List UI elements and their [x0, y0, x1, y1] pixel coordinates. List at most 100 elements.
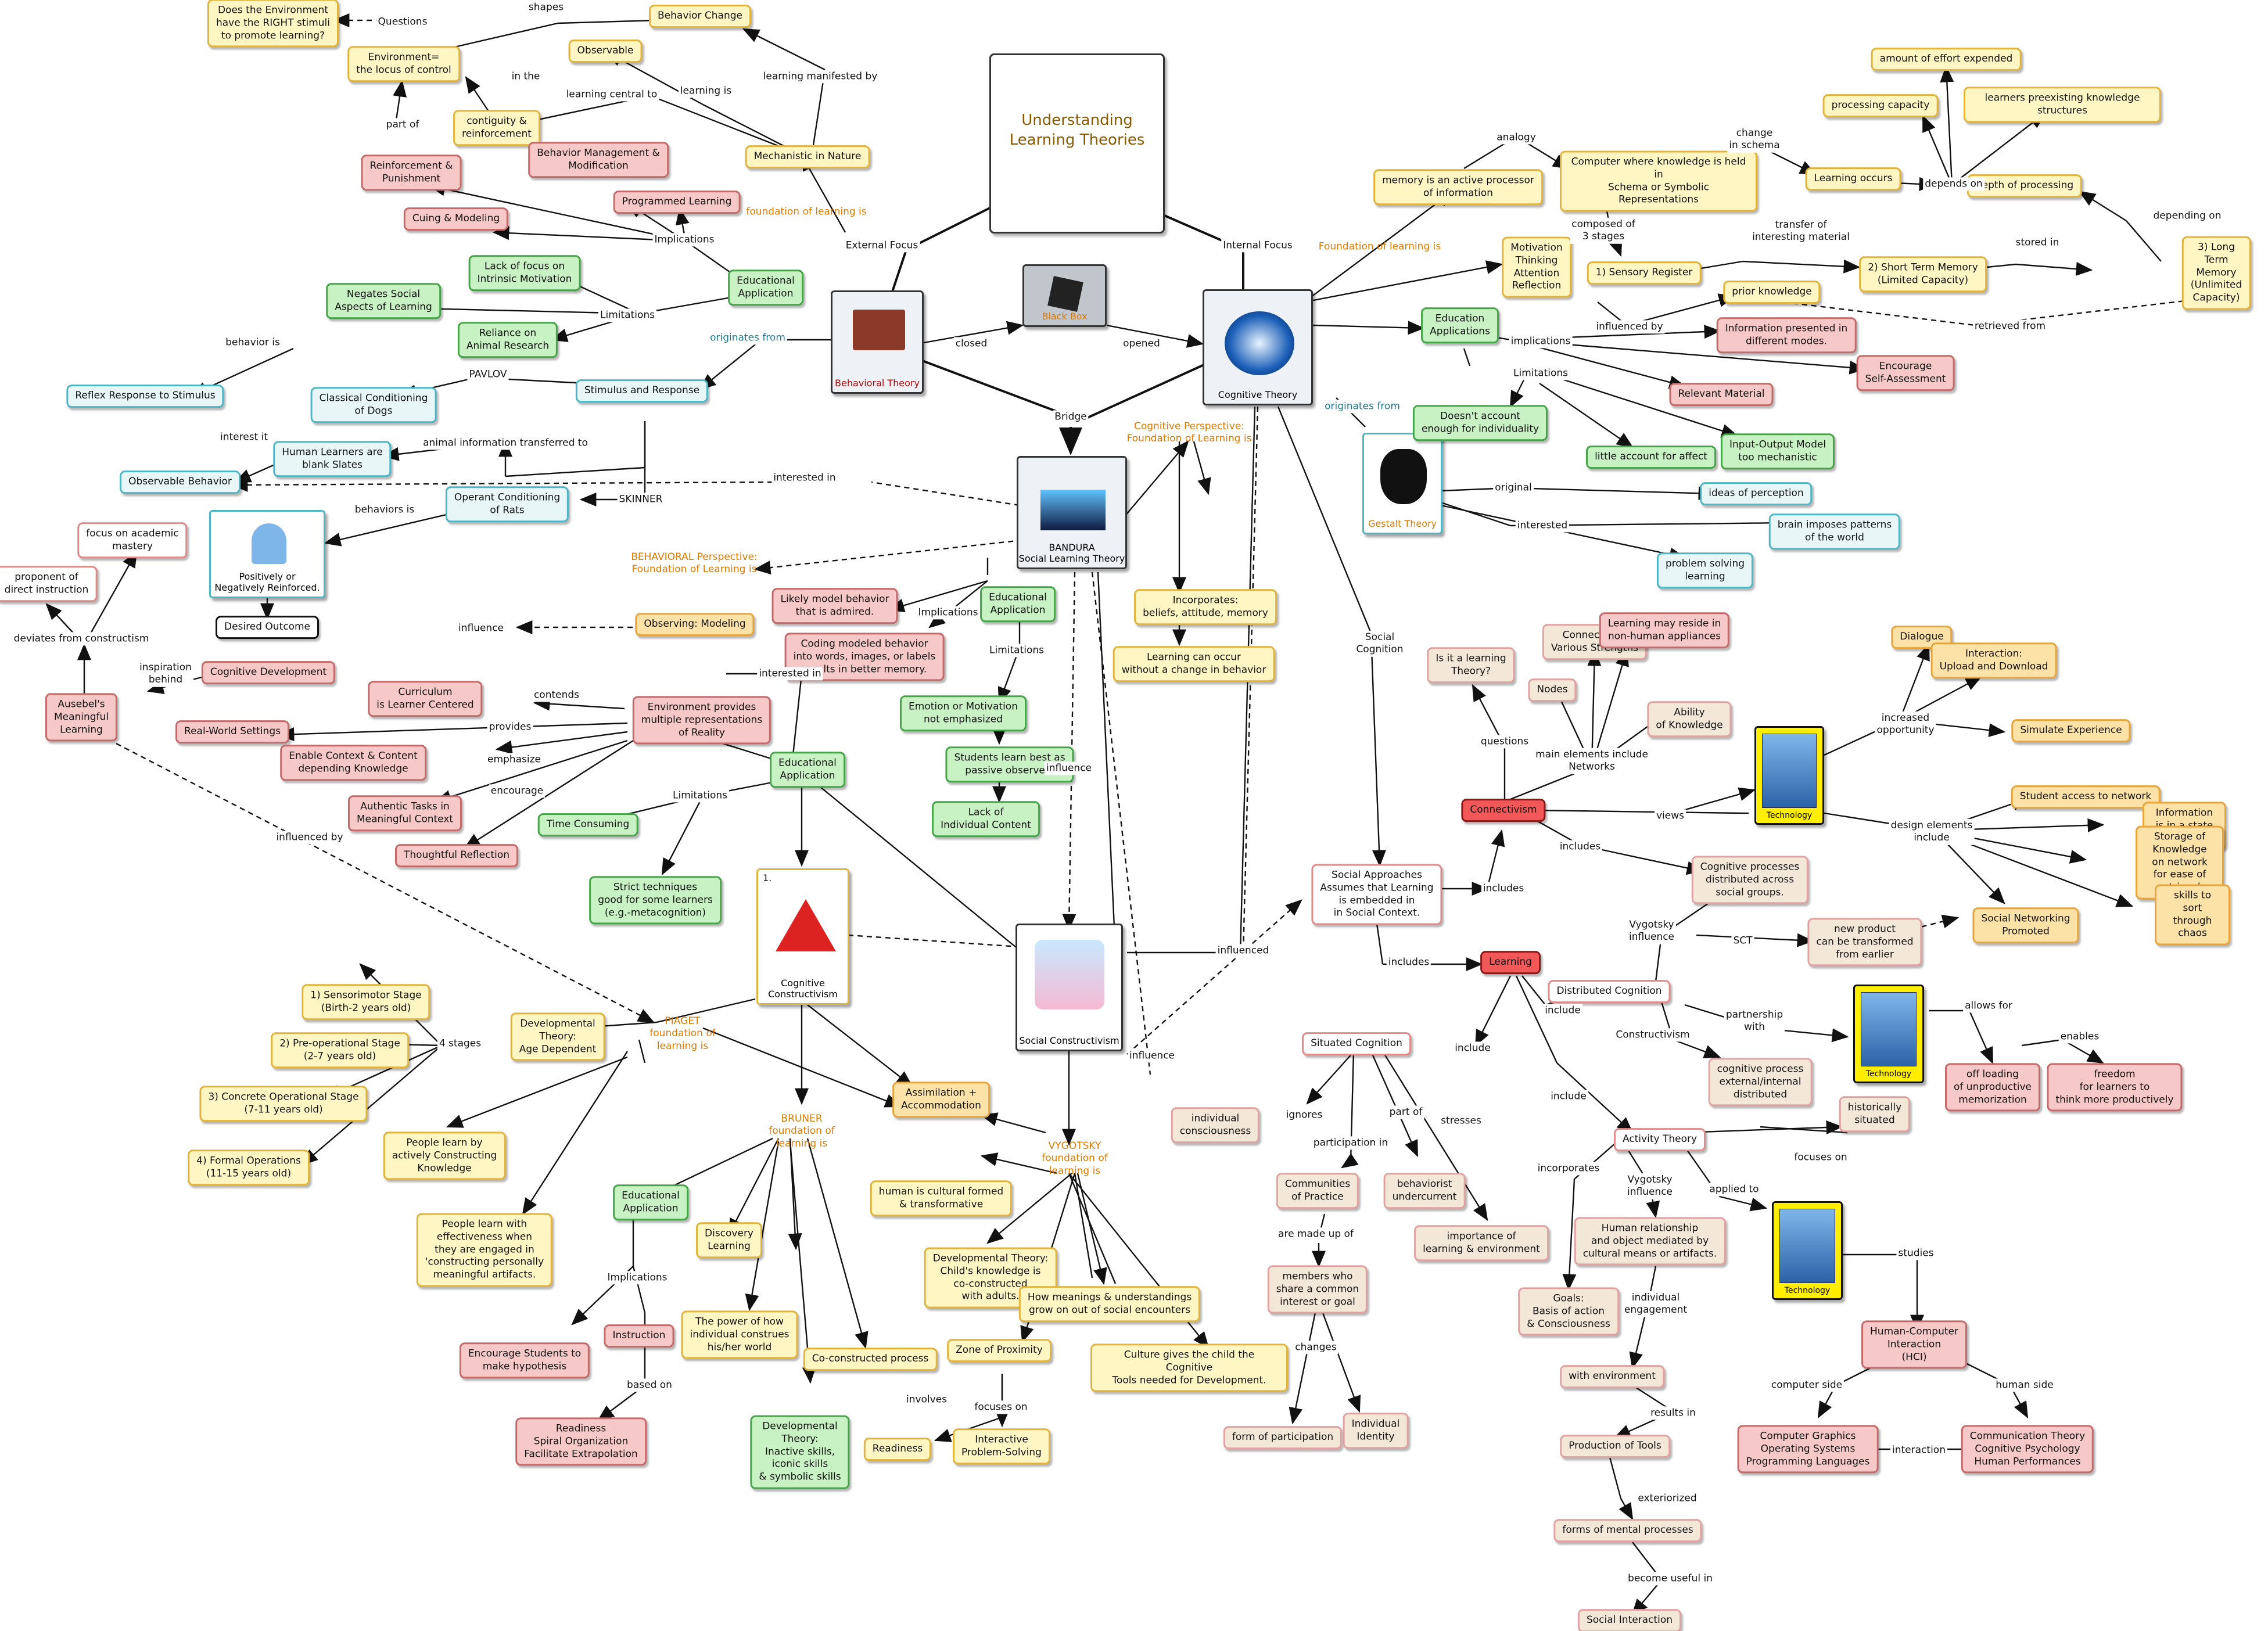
- node-distributed[interactable]: Distributed Cognition: [1548, 980, 1671, 1003]
- node-enable-context[interactable]: Enable Context & Content depending Knowl…: [280, 745, 426, 781]
- node-relevant[interactable]: Relevant Material: [1669, 383, 1774, 406]
- node-observable-behavior[interactable]: Observable Behavior: [120, 470, 241, 494]
- behavioral-theory-card[interactable]: Behavioral Theory: [831, 290, 924, 394]
- node-people-learn-constructing[interactable]: People learn by actively Constructing Kn…: [383, 1131, 506, 1180]
- node-student-access[interactable]: Student access to network: [2011, 785, 2161, 809]
- node-social-approaches[interactable]: Social Approaches Assumes that Learning …: [1311, 864, 1442, 925]
- node-culture-gives[interactable]: Culture gives the child the Cognitive To…: [1090, 1343, 1288, 1392]
- node-environment[interactable]: Environment= the locus of control: [347, 46, 460, 82]
- node-reflex[interactable]: Reflex Response to Stimulus: [66, 385, 224, 408]
- node-likely-model[interactable]: Likely model behavior that is admired.: [771, 588, 898, 624]
- node-does-env[interactable]: Does the Environment have the RIGHT stim…: [207, 0, 339, 48]
- node-doesnt-account[interactable]: Doesn't account enough for individuality: [1412, 405, 1548, 441]
- technology-card-1[interactable]: Technology: [1754, 726, 1824, 825]
- node-behavior-mgmt[interactable]: Behavior Management & Modification: [528, 142, 669, 178]
- node-cog-distributed[interactable]: Cognitive processes distributed across s…: [1691, 856, 1808, 904]
- node-with-env[interactable]: with environment: [1560, 1365, 1664, 1388]
- node-behavior-change[interactable]: Behavior Change: [649, 5, 751, 28]
- node-formal[interactable]: 4) Formal Operations (11-15 years old): [188, 1149, 310, 1185]
- node-interaction-ud[interactable]: Interaction: Upload and Download: [1930, 642, 2057, 678]
- node-brain-imposes[interactable]: brain imposes patterns of the world: [1768, 513, 1901, 549]
- node-discovery[interactable]: Discovery Learning: [696, 1222, 762, 1258]
- node-connectivism[interactable]: Connectivism: [1461, 799, 1546, 822]
- node-human-relationship[interactable]: Human relationship and object mediated b…: [1574, 1217, 1726, 1266]
- node-importance[interactable]: importance of learning & environment: [1414, 1225, 1549, 1261]
- node-memory-active[interactable]: memory is an active processor of informa…: [1373, 169, 1543, 205]
- node-sensory-register[interactable]: 1) Sensory Register: [1587, 261, 1702, 285]
- node-proponent[interactable]: proponent of direct instruction: [0, 566, 98, 602]
- node-processing-capacity[interactable]: processing capacity: [1822, 94, 1939, 117]
- node-learning[interactable]: Learning: [1480, 951, 1541, 974]
- node-env-multiple[interactable]: Environment provides multiple representa…: [632, 696, 771, 745]
- cognitive-theory-card[interactable]: Cognitive Theory: [1203, 289, 1313, 405]
- node-edu-app-br[interactable]: Educational Application: [613, 1184, 688, 1220]
- node-computer-graphics[interactable]: Computer Graphics Operating Systems Prog…: [1737, 1425, 1879, 1474]
- node-edu-app-s[interactable]: Educational Application: [980, 586, 1056, 622]
- node-dev-theory-bruner[interactable]: Developmental Theory: Inactive skills, i…: [750, 1415, 850, 1489]
- node-preoperational[interactable]: 2) Pre-operational Stage (2-7 years old): [271, 1032, 409, 1068]
- node-communication-theory[interactable]: Communication Theory Cognitive Psycholog…: [1961, 1425, 2094, 1474]
- social-learning-theory-card[interactable]: BANDURA Social Learning Theory: [1017, 456, 1127, 569]
- node-long-term[interactable]: 3) Long Term Memory (Unlimited Capacity): [2181, 236, 2251, 310]
- node-stimulus[interactable]: Stimulus and Response: [575, 379, 709, 403]
- node-social-networking[interactable]: Social Networking Promoted: [1972, 907, 2079, 943]
- node-simulate[interactable]: Simulate Experience: [2011, 719, 2131, 742]
- node-ausebel[interactable]: Ausebel's Meaningful Learning: [45, 693, 118, 742]
- node-new-product[interactable]: new product can be transformed from earl…: [1807, 918, 1922, 967]
- node-curriculum[interactable]: Curriculum is Learner Centered: [368, 681, 483, 717]
- node-production[interactable]: Production of Tools: [1560, 1435, 1670, 1458]
- node-incorporates[interactable]: Incorporates: beliefs, attitude, memory: [1134, 589, 1277, 625]
- node-negates[interactable]: Negates Social Aspects of Learning: [326, 283, 441, 319]
- node-form-participation[interactable]: form of participation: [1223, 1426, 1343, 1449]
- node-goals[interactable]: Goals: Basis of action & Consciousness: [1518, 1287, 1619, 1336]
- node-ability[interactable]: Ability of Knowledge: [1647, 701, 1732, 737]
- node-dev-theory-piaget[interactable]: Developmental Theory: Age Dependent: [510, 1012, 605, 1061]
- node-passive[interactable]: Students learn best as passive observers: [945, 746, 1074, 782]
- node-prior-knowledge[interactable]: prior knowledge: [1723, 281, 1821, 304]
- node-focus-academic[interactable]: focus on academic mastery: [77, 522, 188, 558]
- node-real-world[interactable]: Real-World Settings: [175, 720, 289, 743]
- node-encourage-self[interactable]: Encourage Self-Assessment: [1856, 355, 1955, 391]
- node-is-it[interactable]: Is it a learning Theory?: [1427, 647, 1515, 683]
- node-reinforcement[interactable]: Reinforcement & Punishment: [361, 155, 462, 191]
- node-members[interactable]: members who share a common interest or g…: [1267, 1265, 1368, 1314]
- node-hci[interactable]: Human-Computer Interaction (HCI): [1861, 1320, 1967, 1369]
- node-thoughtful[interactable]: Thoughtful Reflection: [394, 844, 519, 867]
- node-activity[interactable]: Activity Theory: [1613, 1128, 1706, 1151]
- node-motivation[interactable]: Motivation Thinking Attention Reflection: [1502, 236, 1571, 298]
- node-emotion[interactable]: Emotion or Motivation not emphasized: [900, 695, 1027, 731]
- node-individual-identity[interactable]: Individual Identity: [1343, 1413, 1409, 1449]
- node-strict[interactable]: Strict techniques good for some learners…: [589, 876, 722, 925]
- node-social-interaction[interactable]: Social Interaction: [1577, 1609, 1682, 1631]
- node-learning-occurs[interactable]: Learning occurs: [1805, 167, 1901, 191]
- social-constructivism-card[interactable]: Social Constructivism: [1015, 924, 1123, 1051]
- node-edu-app-b[interactable]: Educational Application: [728, 270, 803, 306]
- node-situated[interactable]: Situated Cognition: [1302, 1032, 1411, 1055]
- node-programmed[interactable]: Programmed Learning: [613, 191, 741, 214]
- node-learning-reside[interactable]: Learning may reside in non-human applian…: [1599, 612, 1730, 648]
- node-forms-mental[interactable]: forms of mental processes: [1553, 1519, 1702, 1542]
- node-interactive[interactable]: Interactive Problem-Solving: [953, 1428, 1050, 1464]
- node-how-meanings[interactable]: How meanings & understandings grow on ou…: [1018, 1286, 1201, 1322]
- node-blank-slates[interactable]: Human Learners are blank Slates: [273, 441, 392, 477]
- node-operant[interactable]: Operant Conditioning of Rats: [445, 486, 569, 522]
- node-people-effectiveness[interactable]: People learn with effectiveness when the…: [416, 1213, 553, 1287]
- node-lack-focus[interactable]: Lack of focus on Intrinsic Motivation: [468, 255, 581, 291]
- node-contiguity[interactable]: contiguity & reinforcement: [453, 110, 540, 146]
- node-readiness[interactable]: Readiness: [863, 1438, 932, 1461]
- node-concrete[interactable]: 3) Concrete Operational Stage (7-11 year…: [199, 1086, 368, 1122]
- node-reliance[interactable]: Reliance on Animal Research: [457, 322, 558, 358]
- node-authentic[interactable]: Authentic Tasks in Meaningful Context: [347, 795, 462, 831]
- node-edu-app-cog[interactable]: Education Applications: [1421, 307, 1499, 343]
- node-assimilation[interactable]: Assimilation + Accommodation: [892, 1082, 990, 1118]
- technology-card-3[interactable]: Technology: [1772, 1201, 1843, 1300]
- node-cog-external[interactable]: cognitive process external/internal dist…: [1708, 1058, 1813, 1107]
- node-classical[interactable]: Classical Conditioning of Dogs: [310, 387, 437, 423]
- node-off-loading[interactable]: off loading of unproductive memorization: [1945, 1063, 2040, 1112]
- node-communities[interactable]: Communities of Practice: [1276, 1173, 1359, 1209]
- node-individual-consciousness[interactable]: individual consciousness: [1171, 1107, 1260, 1143]
- node-learning-occur[interactable]: Learning can occur without a change in b…: [1113, 646, 1275, 682]
- node-human-cultural[interactable]: human is cultural formed & transformativ…: [870, 1180, 1013, 1216]
- node-lack-individual[interactable]: Lack of Individual Content: [932, 801, 1040, 837]
- node-historically[interactable]: historically situated: [1839, 1096, 1911, 1132]
